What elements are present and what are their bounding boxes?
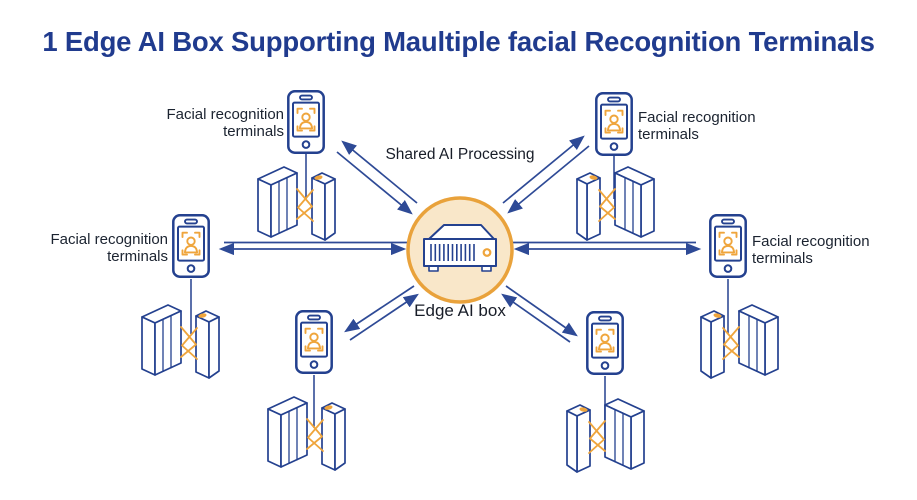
terminal-label-top-right: Facial recognition terminals xyxy=(638,109,756,144)
connection-arrows xyxy=(218,135,702,343)
turnstile-gate-icon xyxy=(700,304,779,379)
arrow-right xyxy=(511,241,702,256)
facial-terminal-phone-icon xyxy=(287,90,325,154)
power-button-icon xyxy=(482,248,492,257)
shared-ai-processing-label: Shared AI Processing xyxy=(385,146,535,163)
arrow-bottom-right xyxy=(501,285,578,343)
arrow-top-right xyxy=(502,135,590,214)
facial-terminal-phone-icon xyxy=(586,311,624,375)
phone-gate-connectors xyxy=(190,154,729,430)
terminal-label-middle-left: Facial recognition terminals xyxy=(50,231,168,266)
turnstile-gate-icon xyxy=(576,166,655,241)
facial-terminal-phone-icon xyxy=(709,214,747,278)
arrow-left xyxy=(218,241,409,256)
facial-terminal-phone-icon xyxy=(595,92,633,156)
terminal-label-top-left: Facial recognition terminals xyxy=(166,106,284,141)
turnstile-gate-icon xyxy=(566,398,645,473)
facial-terminal-phone-icon xyxy=(295,310,333,374)
turnstile-gate-icon xyxy=(141,304,220,379)
edge-ai-box-icon xyxy=(423,224,497,272)
vent-lines xyxy=(430,244,475,261)
turnstile-gate-icon xyxy=(267,396,346,471)
edge-ai-box-label: Edge AI box xyxy=(414,301,506,320)
turnstile-gate-icon xyxy=(257,166,336,241)
arrow-bottom-left xyxy=(344,285,419,341)
terminal-label-middle-right: Facial recognition terminals xyxy=(752,233,870,268)
facial-terminal-phone-icon xyxy=(172,214,210,278)
page-title: 1 Edge AI Box Supporting Maultiple facia… xyxy=(42,26,875,57)
arrow-top-left xyxy=(336,140,418,215)
